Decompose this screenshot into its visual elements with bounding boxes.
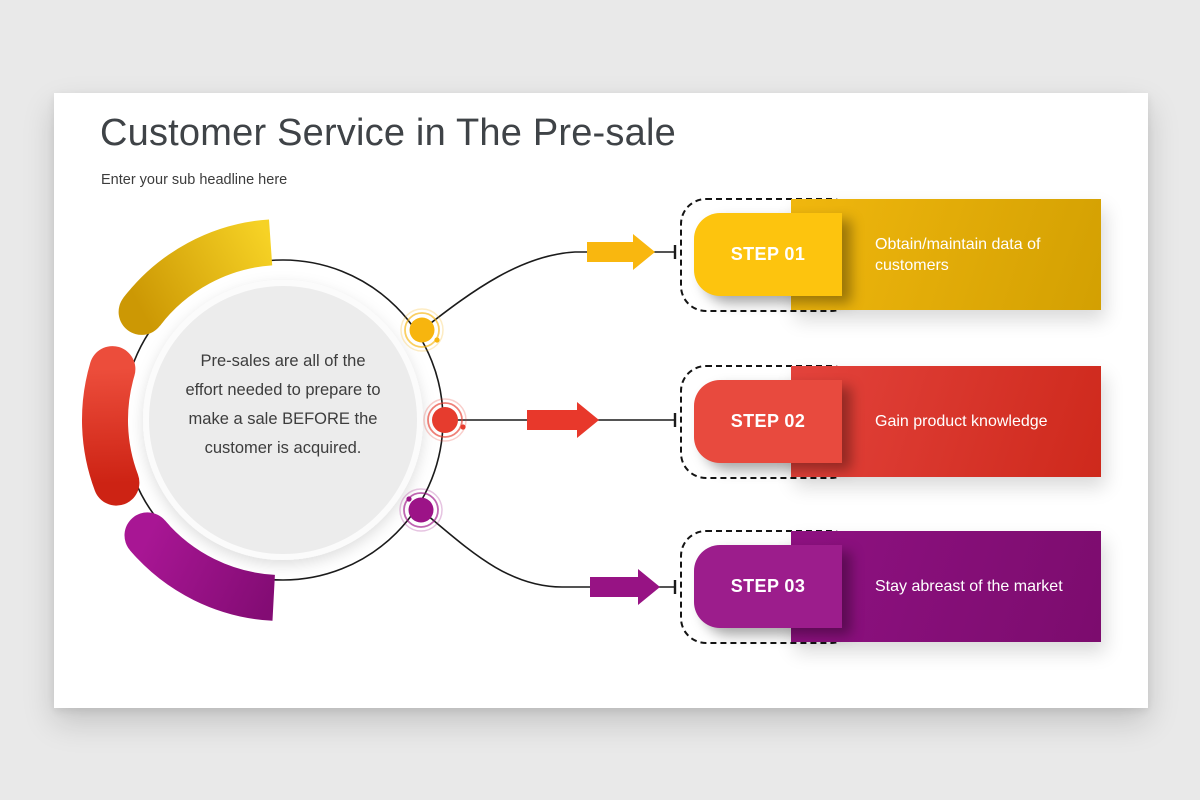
step-card-3-label: STEP 03: [694, 545, 842, 628]
center-description-line: customer is acquired.: [204, 439, 362, 457]
step-card-2-text: Gain product knowledge: [875, 413, 1048, 430]
center-description-line: make a sale BEFORE the: [188, 410, 378, 428]
hub-diagram: [82, 219, 677, 621]
node-dot-1: [400, 308, 444, 352]
arc-purple: [124, 512, 276, 621]
arrow-icon-2: [527, 402, 599, 438]
arrow-icon-1: [587, 234, 655, 270]
step-card-3-text: Stay abreast of the market: [875, 578, 1063, 595]
connector-line-1: [421, 251, 675, 331]
node-dot-3: [399, 488, 443, 532]
step-card-1-label: STEP 01: [694, 213, 842, 296]
arc-red: [82, 346, 140, 506]
arrow-icon-3: [590, 569, 660, 605]
step-card-3-bar: [791, 531, 1101, 642]
hub-center-circle: [143, 280, 423, 560]
center-description: Pre-sales are all of the effort needed t…: [153, 347, 413, 463]
page-title: Customer Service in The Pre-sale: [100, 112, 676, 154]
arc-yellow: [118, 219, 273, 335]
step-card-1-text: Obtain/maintain data of customers: [875, 235, 1041, 274]
step-card-2-bar: [791, 366, 1101, 477]
center-description-line: effort needed to prepare to: [185, 381, 381, 399]
center-description-line: Pre-sales are all of the: [200, 352, 366, 370]
subtitle: Enter your sub headline here: [101, 172, 288, 188]
step-card-2-label: STEP 02: [694, 380, 842, 463]
connector-line-3: [420, 509, 675, 588]
node-dot-2: [423, 398, 467, 442]
slide: Customer Service in The Pre-sale Enter y…: [54, 93, 1148, 708]
step-card-1-bar: [791, 199, 1101, 310]
